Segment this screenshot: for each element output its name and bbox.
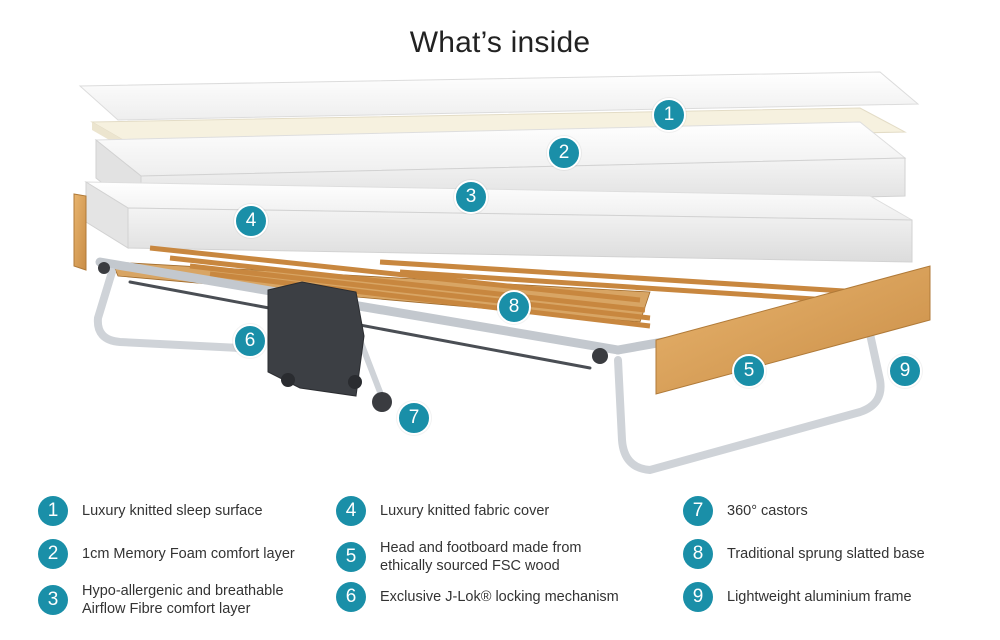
marker-5: 5 bbox=[732, 354, 766, 388]
legend-item-8: 8 Traditional sprung slatted base bbox=[683, 539, 925, 569]
legend-number: 8 bbox=[683, 539, 713, 569]
legend-label: Head and footboard made from ethically s… bbox=[380, 540, 582, 574]
marker-8: 8 bbox=[497, 290, 531, 324]
legend-item-2: 2 1cm Memory Foam comfort layer bbox=[38, 539, 295, 569]
marker-3: 3 bbox=[454, 180, 488, 214]
legend-label: Lightweight aluminium frame bbox=[727, 589, 912, 605]
castors bbox=[98, 262, 608, 412]
legend-label: Luxury knitted fabric cover bbox=[380, 503, 550, 519]
legend-item-9: 9 Lightweight aluminium frame bbox=[683, 582, 912, 612]
marker-1: 1 bbox=[652, 98, 686, 132]
footboard bbox=[655, 265, 931, 395]
legend-item-4: 4 Luxury knitted fabric cover bbox=[336, 496, 549, 526]
legend-number: 9 bbox=[683, 582, 713, 612]
marker-4: 4 bbox=[234, 204, 268, 238]
legend-number: 7 bbox=[683, 496, 713, 526]
marker-9: 9 bbox=[888, 354, 922, 388]
headboard bbox=[73, 193, 87, 271]
legend-number: 4 bbox=[336, 496, 366, 526]
legend-number: 3 bbox=[38, 585, 68, 615]
legend-item-1: 1 Luxury knitted sleep surface bbox=[38, 496, 263, 526]
legend-label: Hypo-allergenic and breathable Airflow F… bbox=[82, 583, 284, 617]
legend-item-7: 7 360° castors bbox=[683, 496, 808, 526]
legend-number: 5 bbox=[336, 542, 366, 572]
sleep-surface-layer bbox=[78, 71, 920, 121]
legend-label: Traditional sprung slatted base bbox=[727, 546, 925, 562]
legend-number: 2 bbox=[38, 539, 68, 569]
legend-label: 1cm Memory Foam comfort layer bbox=[82, 546, 295, 562]
legend-label: Luxury knitted sleep surface bbox=[82, 503, 263, 519]
legend-label: Exclusive J-Lok® locking mechanism bbox=[380, 589, 619, 605]
page-title: What’s inside bbox=[409, 26, 591, 59]
j-lok-mechanism bbox=[267, 281, 365, 397]
legend-number: 1 bbox=[38, 496, 68, 526]
marker-2: 2 bbox=[547, 136, 581, 170]
marker-6: 6 bbox=[233, 324, 267, 358]
legend-item-5: 5 Head and footboard made from ethically… bbox=[336, 539, 582, 575]
legend-item-3: 3 Hypo-allergenic and breathable Airflow… bbox=[38, 582, 284, 618]
legend-item-6: 6 Exclusive J-Lok® locking mechanism bbox=[336, 582, 619, 612]
legend-number: 6 bbox=[336, 582, 366, 612]
marker-7: 7 bbox=[397, 401, 431, 435]
legend-label: 360° castors bbox=[727, 503, 808, 519]
